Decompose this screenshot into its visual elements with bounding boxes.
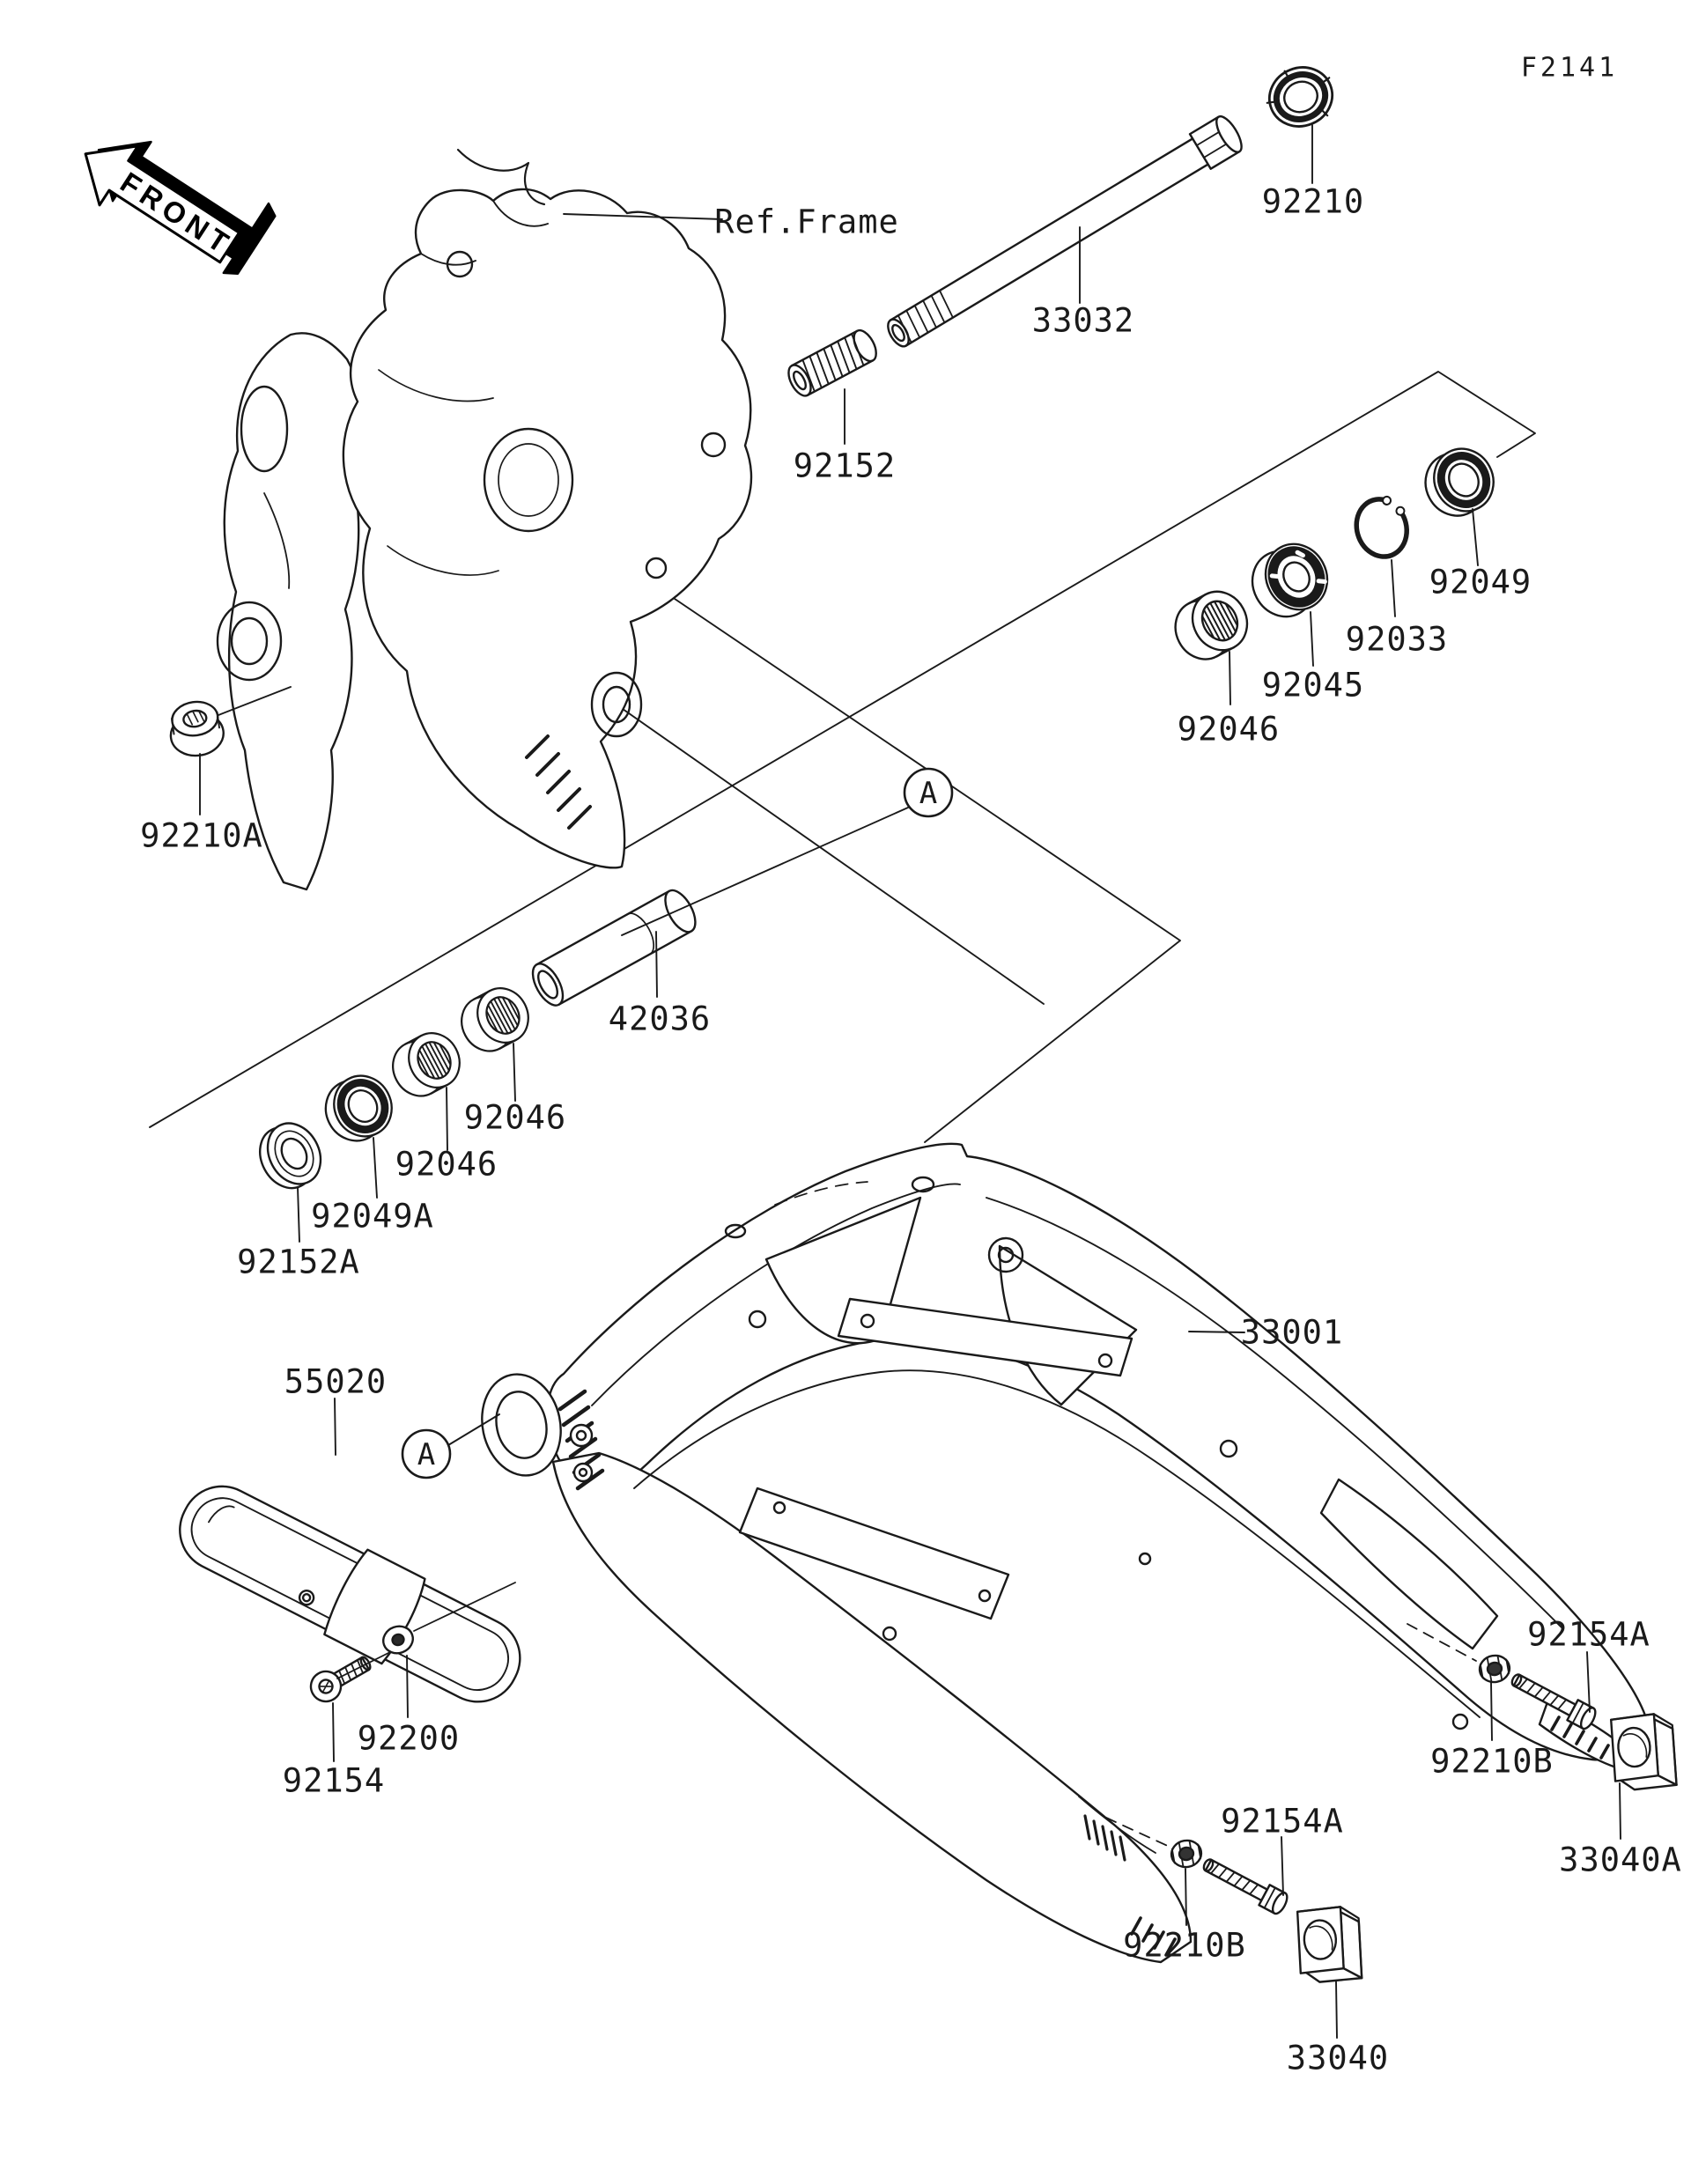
chain-guard-55020-drawing [179,1485,521,1703]
part-label-92152A: 92152A [237,1243,360,1281]
needle-bearing-92046-low-drawing [382,1022,470,1106]
guard-screw-axis-lines [336,1582,516,1679]
figure-code: F2141 [1520,52,1619,84]
oil-seal-92049A-drawing [315,1066,402,1151]
part-label-92200: 92200 [357,1719,461,1758]
part-label-92154: 92154 [282,1761,386,1800]
part-label-33001: 33001 [1240,1313,1344,1352]
view-marker-A-upper: A [903,767,954,818]
swingarm-33001-drawing [481,1142,1650,1964]
nut-92210A-drawing [169,700,225,757]
part-label-33040: 33040 [1286,2039,1390,2077]
view-marker-letter: A [919,776,937,811]
view-marker-letter: A [417,1437,435,1472]
part-label-92046-c: 92046 [395,1145,498,1184]
part-label-92049A: 92049A [311,1197,434,1236]
part-label-92152: 92152 [793,446,897,485]
sleeve-42036-drawing [531,889,697,1007]
needle-bearing-92046-upper-drawing [1163,580,1259,670]
adjuster-bottom-group-drawing [1105,1817,1363,1984]
part-label-92210B-right: 92210B [1430,1742,1554,1781]
pivot-shaft-33032-drawing [887,114,1243,348]
leader-lines [199,124,1621,2039]
part-label-55020: 55020 [284,1362,388,1401]
collar-92152-drawing [787,328,877,397]
view-marker-A-lower: A [401,1428,452,1479]
ref-frame-label: Ref.Frame [714,203,899,241]
part-label-92045: 92045 [1261,666,1365,705]
part-label-92210B-bottom: 92210B [1123,1926,1246,1965]
ref-frame-drawing [216,148,753,891]
circlip-92033-drawing [1354,495,1409,559]
part-label-92033: 92033 [1345,620,1449,659]
front-arrow: FRONT [84,140,277,276]
part-label-92154A-bottom: 92154A [1221,1802,1344,1841]
washer-92152A-drawing [259,1122,322,1190]
needle-bearing-92046-mid-drawing [451,978,539,1061]
part-label-92154A-right: 92154A [1527,1615,1650,1654]
part-label-92049: 92049 [1429,563,1532,601]
adjuster-right-group-drawing [1407,1623,1678,1792]
screw-92154-drawing [309,1656,372,1703]
ball-bearing-92045-drawing [1251,542,1329,618]
part-label-92210A: 92210A [140,816,263,855]
part-label-92210: 92210 [1261,182,1365,221]
part-label-42036: 42036 [608,1000,712,1038]
part-label-33032: 33032 [1031,301,1135,340]
ring-nut-92210-drawing [1266,66,1333,128]
part-label-92046-a: 92046 [1177,710,1281,749]
oil-seal-92049-drawing [1414,439,1504,527]
part-label-92046-b: 92046 [463,1098,567,1137]
part-label-33040A: 33040A [1559,1841,1682,1879]
washer-92200-drawing [382,1625,414,1655]
